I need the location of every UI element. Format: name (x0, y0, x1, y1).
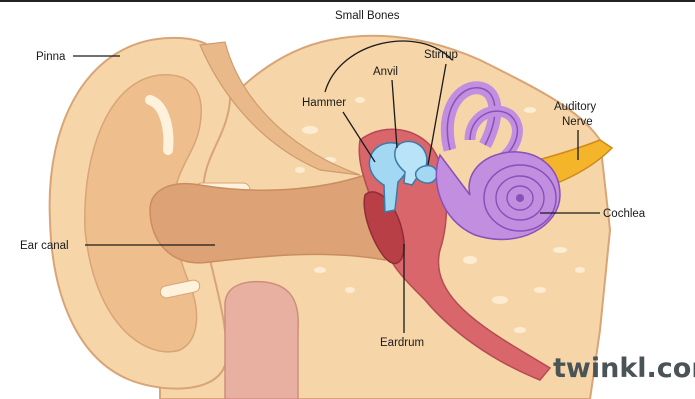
twinkl-watermark: twinkl.com (553, 353, 695, 384)
label-eardrum: Eardrum (380, 337, 424, 349)
earlobe-tissue (225, 282, 298, 399)
stirrup-bone (416, 166, 438, 183)
label-cochlea: Cochlea (603, 208, 646, 220)
label-anvil: Anvil (373, 66, 398, 78)
label-small-bones: Small Bones (335, 10, 400, 22)
label-auditory-nerve-line2: Nerve (562, 116, 593, 128)
label-hammer: Hammer (302, 97, 346, 109)
label-auditory-nerve-line1: Auditory (554, 101, 596, 113)
label-ear-canal: Ear canal (20, 240, 69, 252)
label-pinna: Pinna (36, 51, 66, 63)
label-stirrup: Stirrup (424, 49, 458, 61)
